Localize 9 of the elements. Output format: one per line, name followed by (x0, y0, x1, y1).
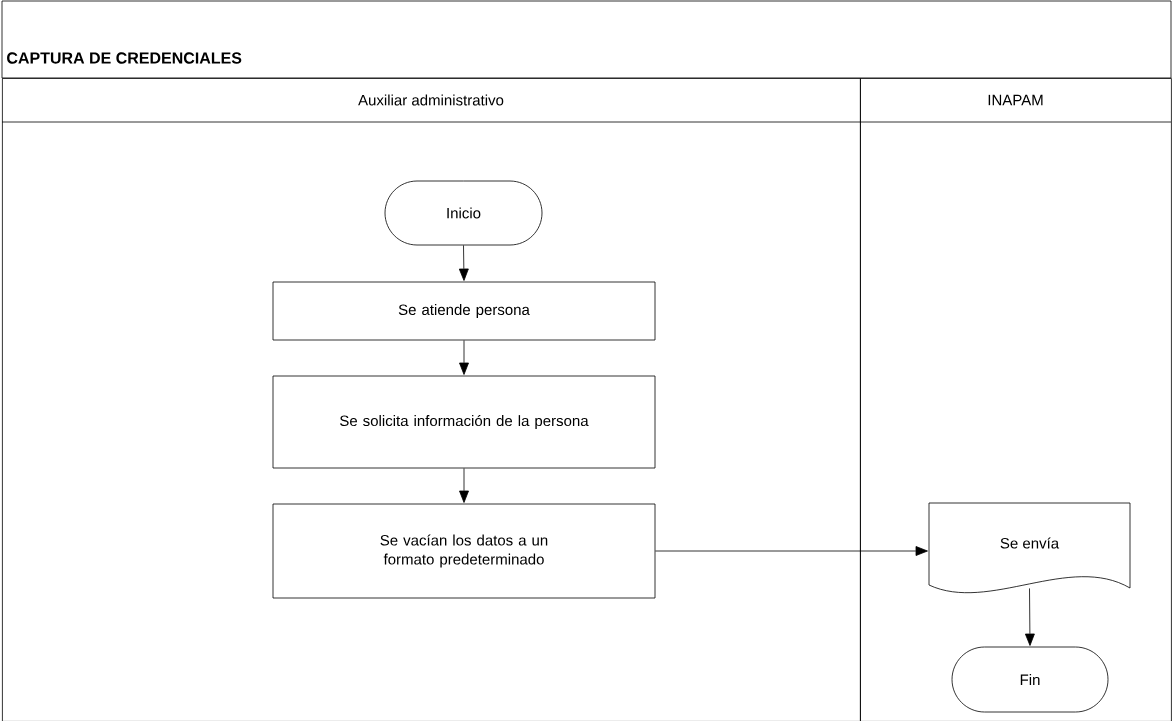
title-band: CAPTURA DE CREDENCIALES (1, 0, 1172, 79)
process-box: Se vacían los datos a un formato predeterminado (272, 503, 656, 599)
arrow (459, 340, 469, 375)
process-box: Se atiende persona (272, 281, 656, 341)
arrow (655, 546, 928, 556)
arrow (459, 468, 469, 503)
process-box: Se solicita información de la persona (272, 375, 656, 469)
arrow (458, 245, 469, 281)
arrow (1025, 588, 1035, 646)
